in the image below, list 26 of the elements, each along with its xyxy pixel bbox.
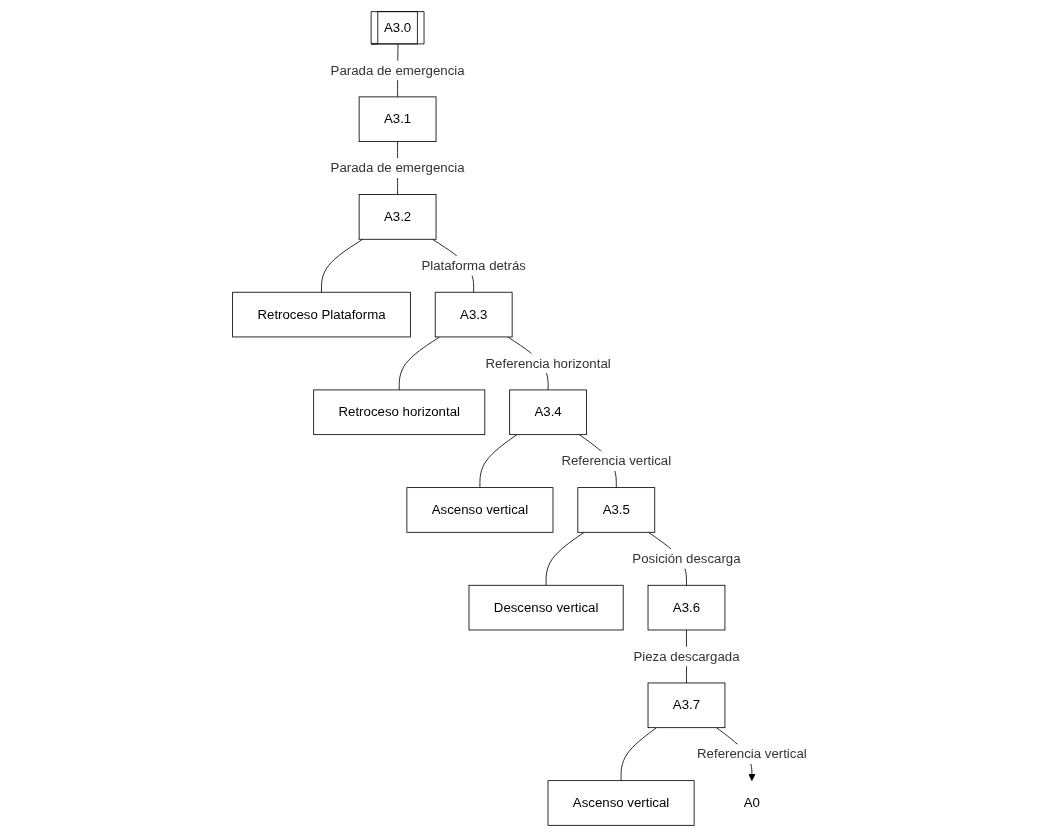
edge-label: Referencia vertical <box>561 453 671 468</box>
node-box: Ascenso vertical <box>406 487 554 533</box>
edge-label: Pieza descargada <box>633 649 740 664</box>
connector <box>320 238 363 293</box>
node-box: A3.3 <box>434 291 513 338</box>
node-box: A3.2 <box>358 194 437 240</box>
node-box: Retroceso horizontal <box>313 389 486 436</box>
node-box: A3.1 <box>358 96 437 142</box>
connector <box>479 434 518 489</box>
node-text: A0 <box>743 795 760 810</box>
edge-label: Referencia vertical <box>696 746 807 761</box>
node-box: A3.4 <box>509 389 587 436</box>
node-box: Descenso vertical <box>468 584 624 631</box>
node-box: Retroceso Plataforma <box>232 291 411 338</box>
edge-label: Parada de emergencia <box>330 62 465 78</box>
node-box: A3.6 <box>647 584 726 631</box>
edge-label: Plataforma detrás <box>421 258 526 273</box>
connector <box>620 727 657 782</box>
edge-label: Referencia horizontal <box>485 356 611 371</box>
connector <box>398 336 440 391</box>
edge-label: Posición descarga <box>632 551 741 566</box>
node-box: Ascenso vertical <box>547 780 695 826</box>
edge-label: Parada de emergencia <box>330 160 465 175</box>
connector <box>545 531 585 586</box>
node-box: A3.5 <box>577 487 655 533</box>
node-box: A3.7 <box>647 682 726 729</box>
